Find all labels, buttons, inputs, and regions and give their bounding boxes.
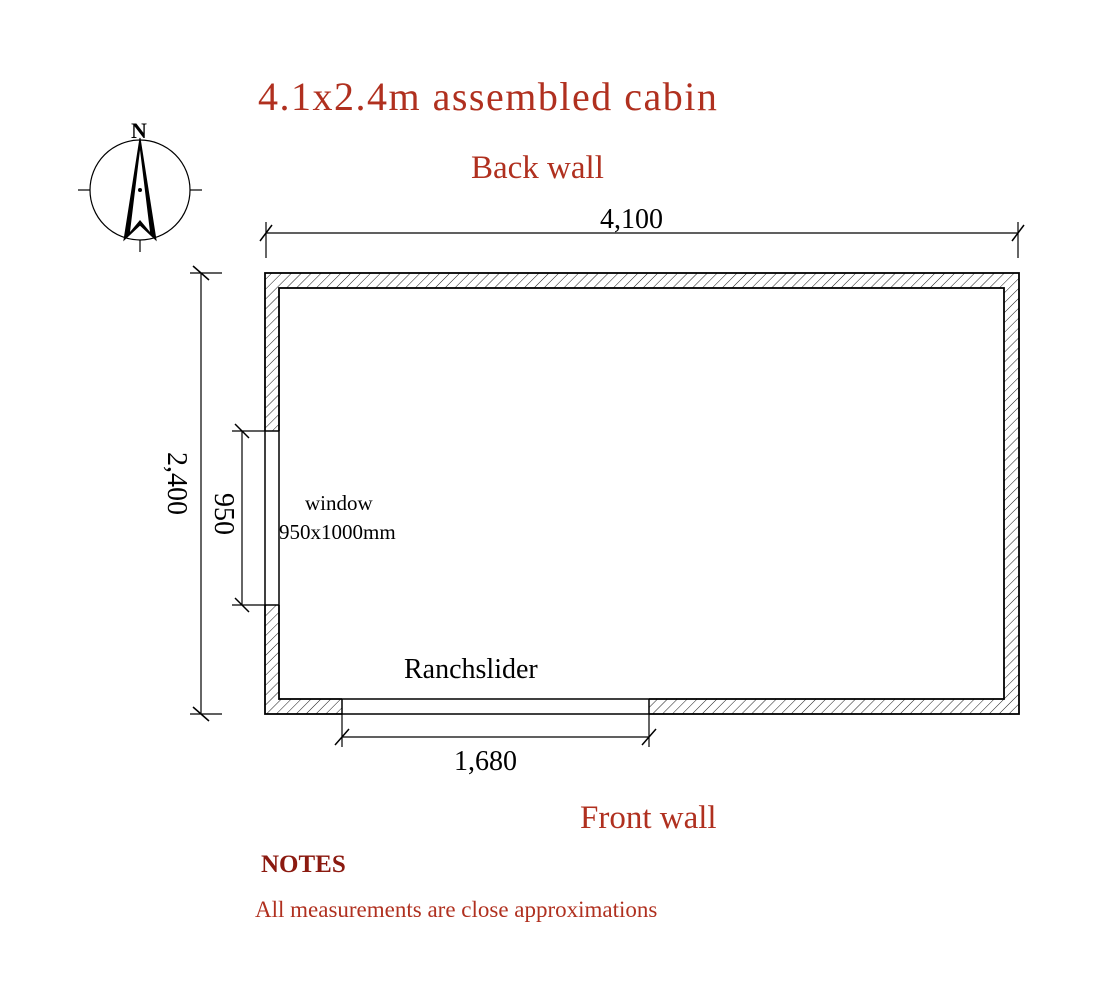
notes-heading: NOTES bbox=[261, 851, 346, 878]
door-dimension-line bbox=[334, 714, 657, 747]
window-size-label: 950x1000mm bbox=[279, 520, 396, 544]
cabin-walls bbox=[264, 272, 1020, 715]
door-dimension-label: 1,680 bbox=[454, 746, 517, 777]
width-dimension-label: 4,100 bbox=[600, 204, 663, 235]
door-opening bbox=[341, 698, 650, 715]
window-label: window bbox=[305, 491, 374, 515]
depth-dimension-label: 2,400 bbox=[161, 452, 192, 515]
north-arrow-icon: N bbox=[78, 118, 202, 252]
width-dimension-line bbox=[259, 222, 1025, 258]
window-dimension-line bbox=[232, 423, 265, 613]
notes-text: All measurements are close approximation… bbox=[255, 897, 657, 922]
door-label: Ranchslider bbox=[404, 654, 538, 685]
front-wall-label: Front wall bbox=[580, 800, 717, 836]
north-label: N bbox=[131, 118, 147, 143]
depth-dimension-line bbox=[190, 265, 222, 722]
page-title: 4.1x2.4m assembled cabin bbox=[258, 74, 718, 119]
window-opening bbox=[264, 430, 280, 606]
back-wall-label: Back wall bbox=[471, 150, 604, 186]
window-dimension-label: 950 bbox=[208, 493, 239, 535]
